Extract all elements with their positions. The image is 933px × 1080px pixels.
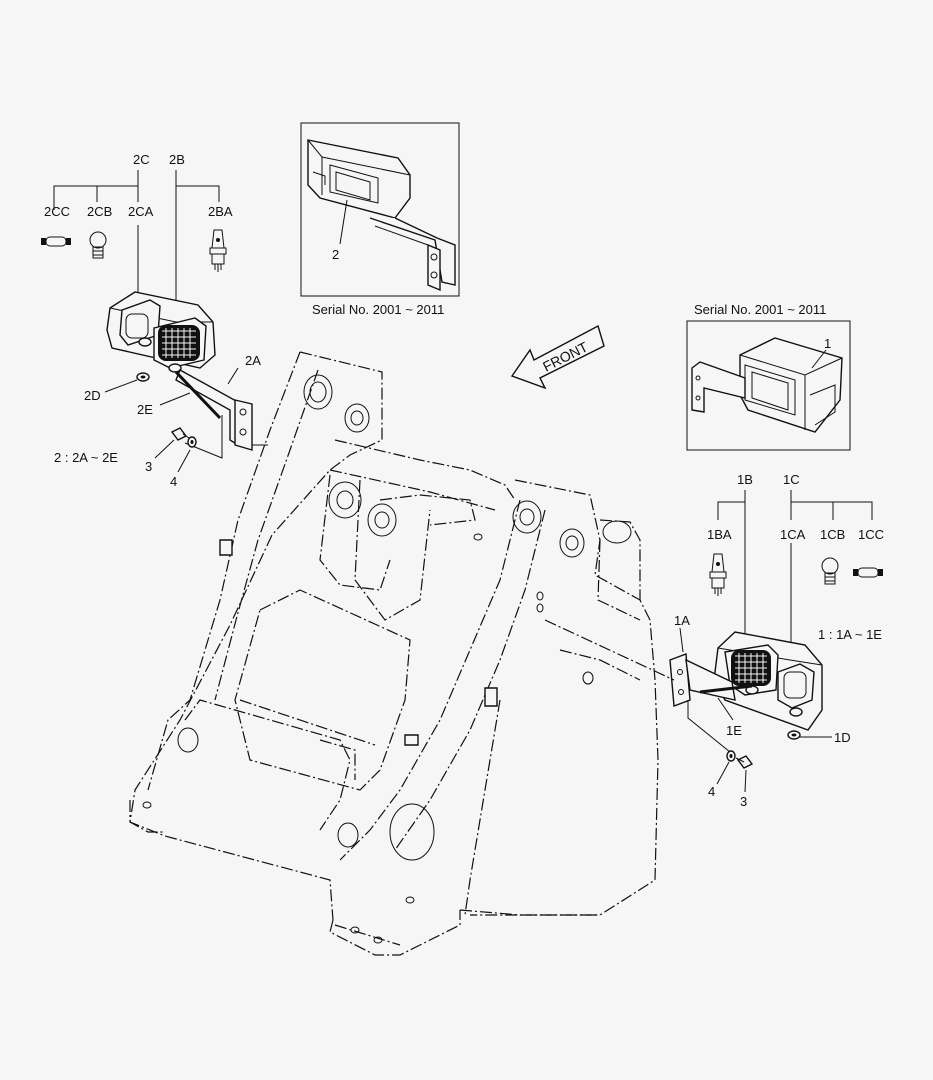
inset-left-serial: Serial No. 2001 ~ 2011 <box>312 302 444 317</box>
left-range-note: 2 : 2A ~ 2E <box>54 450 118 465</box>
left-lamp-assembly: 2C 2B 2CC 2CB 2CA 2BA <box>41 152 268 489</box>
label-1A: 1A <box>674 613 690 628</box>
label-2CC: 2CC <box>44 204 70 219</box>
label-2CB: 2CB <box>87 204 112 219</box>
inset-right-serial: Serial No. 2001 ~ 2011 <box>694 302 826 317</box>
lamp-cover-icon <box>691 337 843 433</box>
bracket-1A-icon <box>669 653 753 707</box>
nut-2D-icon <box>136 372 150 382</box>
festoon-bulb-icon <box>41 236 71 247</box>
label-left-washer: 4 <box>170 474 177 489</box>
label-left-bolt: 3 <box>145 459 152 474</box>
label-2CA: 2CA <box>128 204 154 219</box>
work-lamp-icon <box>713 631 823 731</box>
inset-right: Serial No. 2001 ~ 2011 1 <box>686 302 851 451</box>
label-2B: 2B <box>169 152 185 167</box>
festoon-bulb-icon <box>853 567 883 578</box>
bolt-icon <box>735 755 754 769</box>
halogen-bulb-icon <box>709 553 727 596</box>
label-2D: 2D <box>84 388 101 403</box>
label-1BA: 1BA <box>707 527 732 542</box>
nut-1D-icon <box>787 730 801 740</box>
washer-icon <box>726 750 736 762</box>
label-2A: 2A <box>245 353 261 368</box>
inset-left: 2 Serial No. 2001 ~ 2011 <box>300 122 460 317</box>
label-2E: 2E <box>137 402 153 417</box>
front-arrow: FRONT <box>510 324 605 390</box>
label-1B: 1B <box>737 472 753 487</box>
label-1CC: 1CC <box>858 527 884 542</box>
work-lamp-icon <box>106 291 216 373</box>
label-1CB: 1CB <box>820 527 845 542</box>
label-2C: 2C <box>133 152 150 167</box>
halogen-bulb-icon <box>209 229 227 272</box>
label-1D: 1D <box>834 730 851 745</box>
single-bulb-icon <box>821 557 839 585</box>
label-1E: 1E <box>726 723 742 738</box>
single-bulb-icon <box>89 231 107 259</box>
washer-icon <box>187 436 197 448</box>
label-right-washer: 4 <box>708 784 715 799</box>
label-1CA: 1CA <box>780 527 806 542</box>
bracket-2A-icon <box>174 369 253 451</box>
inset-left-part-label: 2 <box>332 247 339 262</box>
inset-right-part-label: 1 <box>824 336 831 351</box>
loader-frame <box>129 351 659 956</box>
inset-right-border <box>686 320 851 451</box>
right-lamp-assembly: 1B 1C 1BA 1CA 1CB 1CC <box>544 472 884 809</box>
right-range-note: 1 : 1A ~ 1E <box>818 627 882 642</box>
inset-left-border <box>300 122 460 297</box>
label-right-bolt: 3 <box>740 794 747 809</box>
lamp-lens-grid <box>731 650 771 686</box>
label-2BA: 2BA <box>208 204 233 219</box>
lamp-lens-grid <box>158 325 200 361</box>
lamp-cover-icon <box>307 139 456 292</box>
label-1C: 1C <box>783 472 800 487</box>
